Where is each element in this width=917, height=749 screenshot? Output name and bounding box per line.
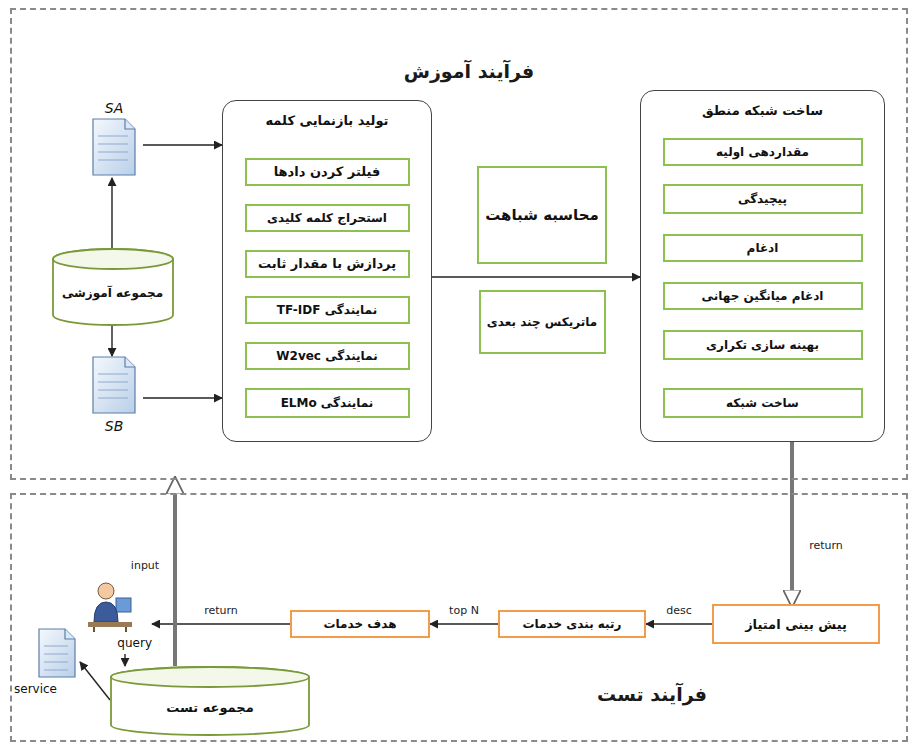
- node-label: SA: [85, 100, 143, 116]
- document-icon: service: [14, 628, 80, 700]
- process-box: هدف خدمات: [290, 610, 430, 638]
- document-shape: [92, 118, 136, 176]
- node-label: ادغام: [747, 241, 779, 255]
- connector-arrow: [124, 654, 125, 666]
- process-box: مقداردهی اولیه: [663, 138, 863, 166]
- flow-arrow: [173, 480, 177, 666]
- process-box: نمایندگی TF-IDF: [245, 296, 410, 324]
- node-label: ساخت شبکه: [726, 396, 799, 410]
- connector-arrow: [111, 178, 112, 248]
- edge-label: input: [128, 559, 162, 572]
- node-label: رتبه بندی خدمات: [523, 617, 622, 631]
- node-label: نمایندگی ELMo: [281, 396, 374, 410]
- document-icon: SA: [85, 100, 143, 178]
- connector-arrow: [143, 397, 222, 398]
- node-label: مجموعه آموزشی: [62, 286, 163, 300]
- node-label: فیلتر کردن دادها: [274, 164, 381, 179]
- process-box: بهینه سازی تکراری: [663, 330, 863, 360]
- node-label: نمایندگی W2vec: [276, 349, 377, 363]
- connector-arrow: [432, 276, 640, 277]
- node-label: service: [14, 682, 80, 696]
- node-label: SB: [85, 418, 143, 434]
- database-cylinder: مجموعه آموزشی: [52, 248, 174, 326]
- user-figure: [88, 578, 132, 632]
- node-label: بهینه سازی تکراری: [706, 338, 819, 352]
- node-label: ادغام میانگین جهانی: [702, 289, 824, 303]
- group-panel: فیلتر کردن دادها استحراج کلمه کلیدی پردازش…: [222, 100, 432, 442]
- node-label: query: [88, 636, 152, 650]
- user-icon: query: [88, 578, 152, 654]
- region-title: فرآیند تست: [562, 683, 742, 705]
- connector-arrow: [430, 623, 498, 624]
- edge-label: top N: [446, 604, 482, 617]
- process-box: ادغام: [663, 234, 863, 262]
- process-box: فیلتر کردن دادها: [245, 158, 410, 186]
- process-box: پیش بینی امتیاز: [712, 604, 880, 644]
- node-label: ساخت شبکه منطق: [641, 103, 884, 118]
- connector-arrow: [152, 623, 290, 624]
- connector-arrow: [143, 144, 222, 145]
- process-box: نمایندگی W2vec: [245, 342, 410, 370]
- document-shape: [92, 356, 136, 414]
- process-region: service query مجموعه تست هدف خدمات رتبه بندی…: [10, 493, 908, 742]
- process-box: نمایندگی ELMo: [245, 388, 410, 418]
- edge-label: desc: [663, 604, 695, 617]
- node-label: نمایندگی TF-IDF: [277, 303, 377, 317]
- process-box: ساخت شبکه: [663, 388, 863, 418]
- edge-label: return: [806, 539, 846, 552]
- process-box: ماتریکس چند بعدی: [479, 290, 606, 354]
- node-label: پردازش با مقدار ثابت: [258, 256, 396, 271]
- node-label: ماتریکس چند بعدی: [487, 315, 597, 329]
- region-title: فرآیند آموزش: [12, 60, 906, 82]
- database-cylinder: مجموعه تست: [110, 666, 310, 736]
- process-box: ادغام میانگین جهانی: [663, 282, 863, 310]
- process-box: پیچیدگی: [663, 184, 863, 214]
- node-label: هدف خدمات: [324, 617, 397, 631]
- document-icon: SB: [85, 356, 143, 436]
- connector-arrow: [80, 662, 110, 700]
- flow-arrow: [790, 442, 794, 604]
- group-panel: مقداردهی اولیه پیچیدگی ادغام ادغام میانگین …: [640, 90, 885, 442]
- node-label: محاسبه شباهت: [485, 206, 599, 224]
- edge-label: return: [201, 604, 241, 617]
- node-label: مجموعه تست: [166, 700, 253, 715]
- node-label: مقداردهی اولیه: [716, 145, 809, 159]
- process-box: استحراج کلمه کلیدی: [245, 204, 410, 232]
- node-label: پیچیدگی: [738, 192, 787, 206]
- node-label: پیش بینی امتیاز: [745, 617, 847, 632]
- process-box: پردازش با مقدار ثابت: [245, 250, 410, 278]
- connector-arrow: [646, 623, 712, 624]
- node-label: تولید بازنمایی کلمه: [223, 113, 431, 128]
- process-region: SA مجموعه آموزشی SB فیلتر کردن دادها استحراج…: [10, 8, 908, 480]
- process-box: رتبه بندی خدمات: [498, 610, 646, 638]
- document-shape: [38, 628, 76, 678]
- node-label: استحراج کلمه کلیدی: [267, 211, 387, 225]
- connector-arrow: [111, 326, 112, 356]
- process-box: محاسبه شباهت: [477, 166, 607, 264]
